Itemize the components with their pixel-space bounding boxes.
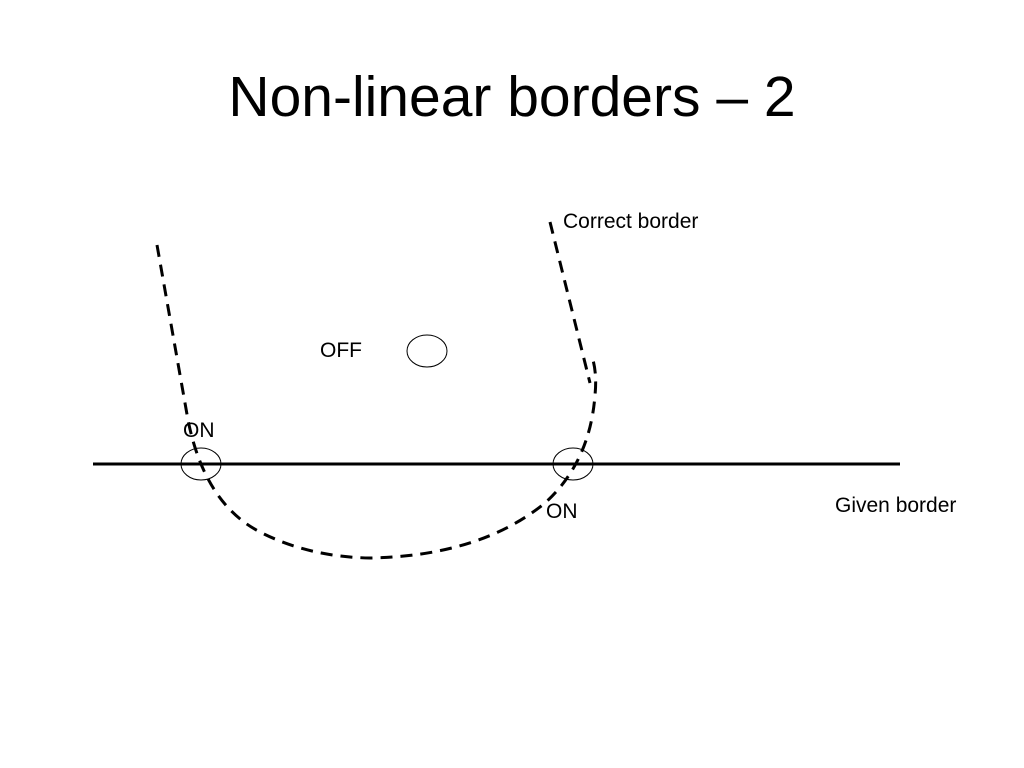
on-point-marker-right — [552, 447, 594, 481]
on-label-left: ON — [183, 419, 215, 442]
on-label-right: ON — [546, 500, 578, 523]
correct-border-curve — [155, 244, 598, 560]
off-label: OFF — [320, 339, 362, 362]
given-border-label: Given border — [835, 494, 956, 517]
slide-title: Non-linear borders – 2 — [228, 65, 796, 129]
on-point-marker-left — [180, 447, 222, 481]
correct-border-label: Correct border — [563, 210, 698, 233]
correct-border-upper-segment — [548, 221, 592, 384]
off-point-marker — [406, 334, 448, 368]
